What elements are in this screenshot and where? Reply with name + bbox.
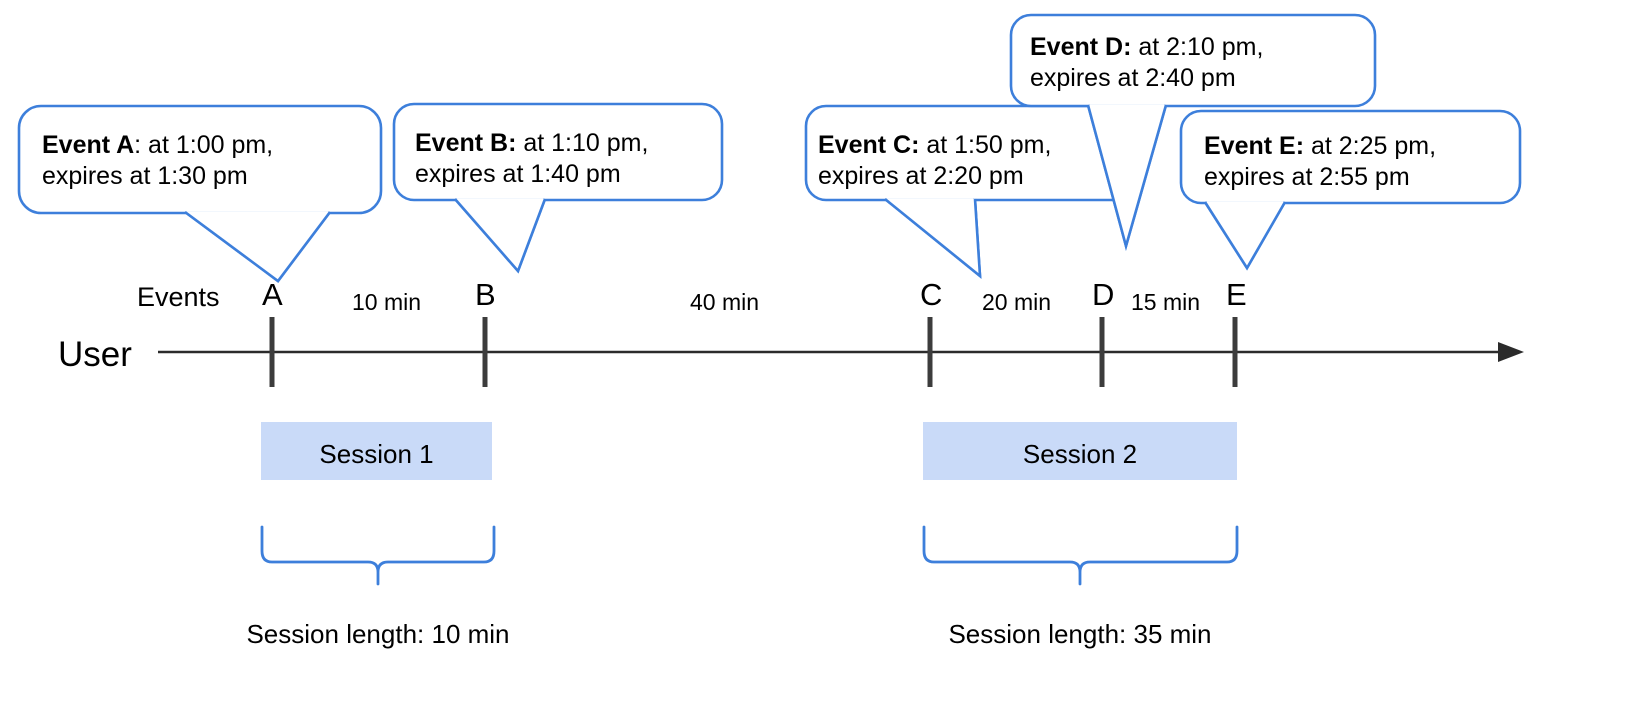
callout-B-text: Event B: at 1:10 pm, expires at 1:40 pm: [415, 128, 715, 191]
callout-C-text: Event C: at 1:50 pm, expires at 2:20 pm: [818, 130, 1128, 193]
callout-C-title: Event C:: [818, 131, 920, 159]
tick-label-E: E: [1226, 277, 1247, 312]
callout-E-text: Event E: at 2:25 pm, expires at 2:55 pm: [1204, 131, 1519, 194]
callout-B-title: Event B:: [415, 129, 517, 157]
timeline-axis: [158, 317, 1524, 387]
callout-E-line2: expires at 2:55 pm: [1204, 163, 1410, 192]
callout-D-rest: at 2:10 pm,: [1131, 33, 1264, 61]
callout-A-line2: expires at 1:30 pm: [42, 162, 248, 191]
callout-A[interactable]: [17, 104, 383, 283]
session-length-2: Session length: 35 min: [948, 619, 1212, 649]
callout-D[interactable]: [1009, 13, 1377, 251]
callout-C[interactable]: [804, 104, 1138, 279]
gap-label-AB: 10 min: [352, 289, 422, 315]
session-label-1: Session 1: [319, 439, 434, 469]
gap-label-BC: 40 min: [690, 289, 760, 315]
callout-C-rest: at 1:50 pm,: [919, 131, 1052, 159]
callout-B-tail-outline: [454, 198, 547, 274]
callout-E-box: [1179, 109, 1522, 205]
session-length-1: Session length: 10 min: [246, 619, 510, 649]
callout-E[interactable]: [1179, 109, 1522, 271]
callout-B-box: [392, 102, 724, 202]
callout-A-text: Event A: at 1:00 pm, expires at 1:30 pm: [42, 130, 372, 193]
session-bar-1[interactable]: [261, 422, 492, 480]
gap-label-DE: 15 min: [1131, 289, 1201, 315]
tick-label-A: A: [262, 277, 283, 312]
callout-C-tail-outline: [884, 197, 982, 279]
callout-D-text: Event D: at 2:10 pm, expires at 2:40 pm: [1030, 32, 1370, 95]
tick-label-C: C: [920, 277, 943, 312]
callout-B[interactable]: [392, 102, 724, 274]
tick-label-D: D: [1092, 277, 1115, 312]
session-1-brace: [260, 525, 496, 586]
callout-E-rest: at 2:25 pm,: [1304, 132, 1437, 160]
session-label-2: Session 2: [1022, 439, 1138, 469]
callout-A-tail-outline: [184, 210, 332, 283]
callout-A-rest: : at 1:00 pm,: [134, 131, 274, 159]
callout-D-box: [1009, 13, 1377, 108]
row-label-user: User: [58, 335, 132, 374]
callout-C-line2: expires at 2:20 pm: [818, 162, 1024, 191]
callout-E-title: Event E:: [1204, 132, 1305, 160]
tick-label-B: B: [475, 277, 496, 312]
axis-arrowhead: [1498, 342, 1524, 362]
callout-D-line2: expires at 2:40 pm: [1030, 64, 1236, 93]
callout-A-title: Event A: [42, 131, 135, 159]
row-label-events: Events: [137, 282, 220, 312]
gap-label-CD: 20 min: [982, 289, 1052, 315]
callout-E-tail-outline: [1203, 201, 1287, 271]
callout-B-rest: at 1:10 pm,: [516, 129, 649, 157]
callout-D-tail-outline: [1086, 104, 1168, 251]
session-2-brace: [922, 525, 1239, 586]
callout-D-title: Event D:: [1030, 33, 1132, 61]
session-bar-2[interactable]: [923, 422, 1237, 480]
callout-B-line2: expires at 1:40 pm: [415, 160, 621, 189]
